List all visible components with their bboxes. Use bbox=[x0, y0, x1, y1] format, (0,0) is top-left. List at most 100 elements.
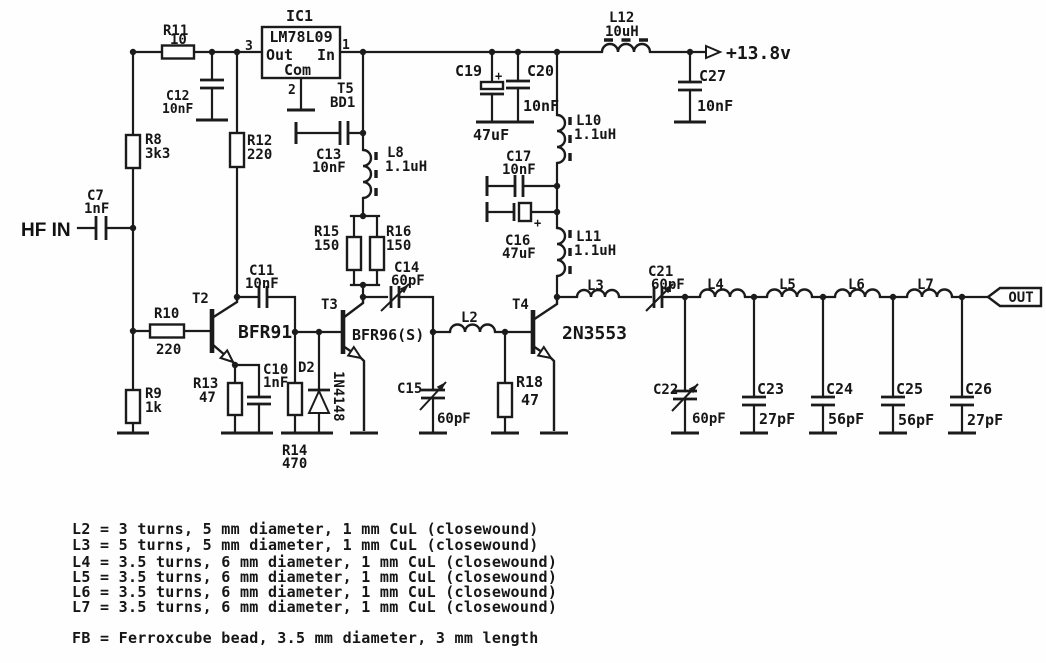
label-c17-value: 10nF bbox=[502, 162, 536, 178]
label-l7-ref: L7 bbox=[917, 277, 934, 293]
capacitor-c19-pos-plate bbox=[479, 80, 505, 91]
label-t2-ref: T2 bbox=[192, 291, 209, 307]
junction-dot bbox=[958, 293, 966, 301]
resistor-r13: R13 47 bbox=[193, 376, 244, 417]
inductor-l5-coil bbox=[765, 288, 814, 298]
label-c17-ref: C17 bbox=[506, 149, 531, 165]
note-line: L4 = 3.5 turns, 6 mm diameter, 1 mm CuL … bbox=[72, 553, 557, 571]
c19-polarity-mark: + bbox=[495, 69, 502, 83]
capacitor-c13: C13 10nF bbox=[312, 121, 350, 176]
label-ic1-ref: IC1 bbox=[286, 7, 313, 25]
inductor-l10-coil bbox=[556, 113, 567, 165]
transistor-t4-collector bbox=[532, 297, 559, 321]
capacitor-c20: C20 10nF bbox=[506, 62, 559, 115]
transistor-t2-emitter-arrow-icon bbox=[218, 348, 235, 364]
label-r8-value: 3k3 bbox=[145, 146, 170, 162]
junction-dot bbox=[129, 48, 137, 56]
label-ic1-pin2: 2 bbox=[288, 83, 296, 98]
junction-dot bbox=[501, 328, 509, 336]
resistor-r16-body bbox=[368, 235, 386, 272]
junction-dot bbox=[233, 48, 241, 56]
capacitor-c15-trimmer: C15 60pF bbox=[397, 381, 471, 427]
label-c15-value: 60pF bbox=[437, 411, 471, 427]
output-port-flag bbox=[986, 286, 1043, 308]
junction-dots bbox=[129, 48, 966, 369]
label-r13-ref: R13 bbox=[193, 376, 218, 392]
resistor-r15: R15 150 bbox=[314, 224, 363, 272]
capacitor-c24: C24 56pF bbox=[811, 380, 864, 428]
junction-dot bbox=[429, 328, 437, 336]
label-c16-value: 47uF bbox=[502, 246, 536, 262]
ground-symbols bbox=[117, 118, 976, 435]
note-line: L6 = 3.5 turns, 6 mm diameter, 1 mm CuL … bbox=[72, 583, 557, 601]
capacitor-c21-arrowhead-icon bbox=[663, 284, 673, 294]
label-l10-ref: L10 bbox=[576, 113, 601, 129]
resistor-r18-body bbox=[496, 381, 514, 419]
label-c13-value: 10nF bbox=[312, 160, 346, 176]
junction-dot bbox=[553, 182, 561, 190]
capacitor-c14-plates bbox=[389, 286, 401, 308]
inductor-l5: L5 bbox=[765, 277, 814, 298]
junction-dot bbox=[553, 293, 561, 301]
label-r10-ref: R10 bbox=[154, 306, 179, 322]
label-r11-ref: R11 bbox=[163, 23, 188, 39]
label-t2-part: BFR91 bbox=[238, 322, 292, 343]
junction-dot bbox=[359, 48, 367, 56]
transistor-t3-collector bbox=[342, 297, 365, 319]
junction-dot bbox=[129, 327, 137, 335]
junction-dot bbox=[681, 293, 689, 301]
junction-dot bbox=[750, 293, 758, 301]
label-c24-ref: C24 bbox=[826, 380, 853, 398]
label-ic1-pin-in: In bbox=[317, 46, 335, 64]
label-c21-value: 60pF bbox=[651, 277, 685, 293]
resistor-r15-body bbox=[345, 235, 363, 272]
label-d2-part: 1N4148 bbox=[330, 371, 346, 422]
junction-dot bbox=[819, 293, 827, 301]
note-ferrite-bead: FB = Ferroxcube bead, 3.5 mm diameter, 3… bbox=[72, 629, 539, 647]
output-port: OUT bbox=[986, 286, 1043, 308]
label-l11-value: 1.1uH bbox=[574, 243, 616, 259]
resistor-r11: R11 10 bbox=[160, 23, 196, 60]
label-r10-value: 220 bbox=[156, 342, 181, 358]
label-r11-value: 10 bbox=[170, 32, 187, 48]
label-l5-ref: L5 bbox=[779, 277, 796, 293]
capacitor-c13-plates bbox=[338, 121, 350, 145]
resistor-r16: R16 150 bbox=[368, 224, 411, 272]
label-c23-value: 27pF bbox=[759, 410, 795, 428]
t5-annotation: T5 BD1 bbox=[330, 81, 355, 111]
output-port-label: OUT bbox=[1008, 290, 1033, 306]
label-c7-value: 1nF bbox=[84, 201, 109, 217]
inductor-l11-coil bbox=[556, 226, 567, 278]
junction-dot bbox=[233, 293, 241, 301]
label-r13-value: 47 bbox=[199, 390, 216, 406]
label-l4-ref: L4 bbox=[707, 277, 724, 293]
label-t5-part: BD1 bbox=[330, 95, 355, 111]
inductor-l3: L3 bbox=[575, 278, 621, 298]
label-c22-value: 60pF bbox=[692, 411, 726, 427]
inductor-l6: L6 bbox=[833, 277, 882, 298]
label-l12-value: 10uH bbox=[605, 24, 639, 40]
inductor-l7-coil bbox=[905, 288, 954, 298]
junction-dot bbox=[208, 48, 216, 56]
label-r14-ref: R14 bbox=[282, 443, 307, 459]
capacitor-c25: C25 56pF bbox=[881, 380, 934, 429]
diode-d2-triangle bbox=[307, 388, 331, 414]
resistor-r11-body bbox=[160, 44, 196, 60]
label-r16-value: 150 bbox=[386, 238, 411, 254]
inductor-l4: L4 bbox=[698, 277, 747, 298]
capacitor-c22-trimmer: C22 60pF bbox=[653, 382, 726, 427]
note-line: L2 = 3 turns, 5 mm diameter, 1 mm CuL (c… bbox=[72, 520, 539, 538]
junction-dot bbox=[129, 224, 137, 232]
inductor-l3-coil bbox=[575, 288, 621, 298]
inductor-l10: L10 1.1uH bbox=[556, 113, 616, 165]
label-t3-part: BFR96(S) bbox=[352, 326, 424, 344]
label-c11-ref: C11 bbox=[249, 263, 274, 279]
capacitor-c11-plates bbox=[257, 286, 269, 308]
winding-notes: L2 = 3 turns, 5 mm diameter, 1 mm CuL (c… bbox=[72, 520, 557, 647]
label-c20-ref: C20 bbox=[527, 62, 554, 80]
capacitor-c26: C26 27pF bbox=[950, 380, 1003, 429]
label-c10-value: 1nF bbox=[263, 375, 288, 391]
capacitor-c15-arrowhead-icon bbox=[436, 382, 446, 392]
label-c27-ref: C27 bbox=[699, 67, 726, 85]
